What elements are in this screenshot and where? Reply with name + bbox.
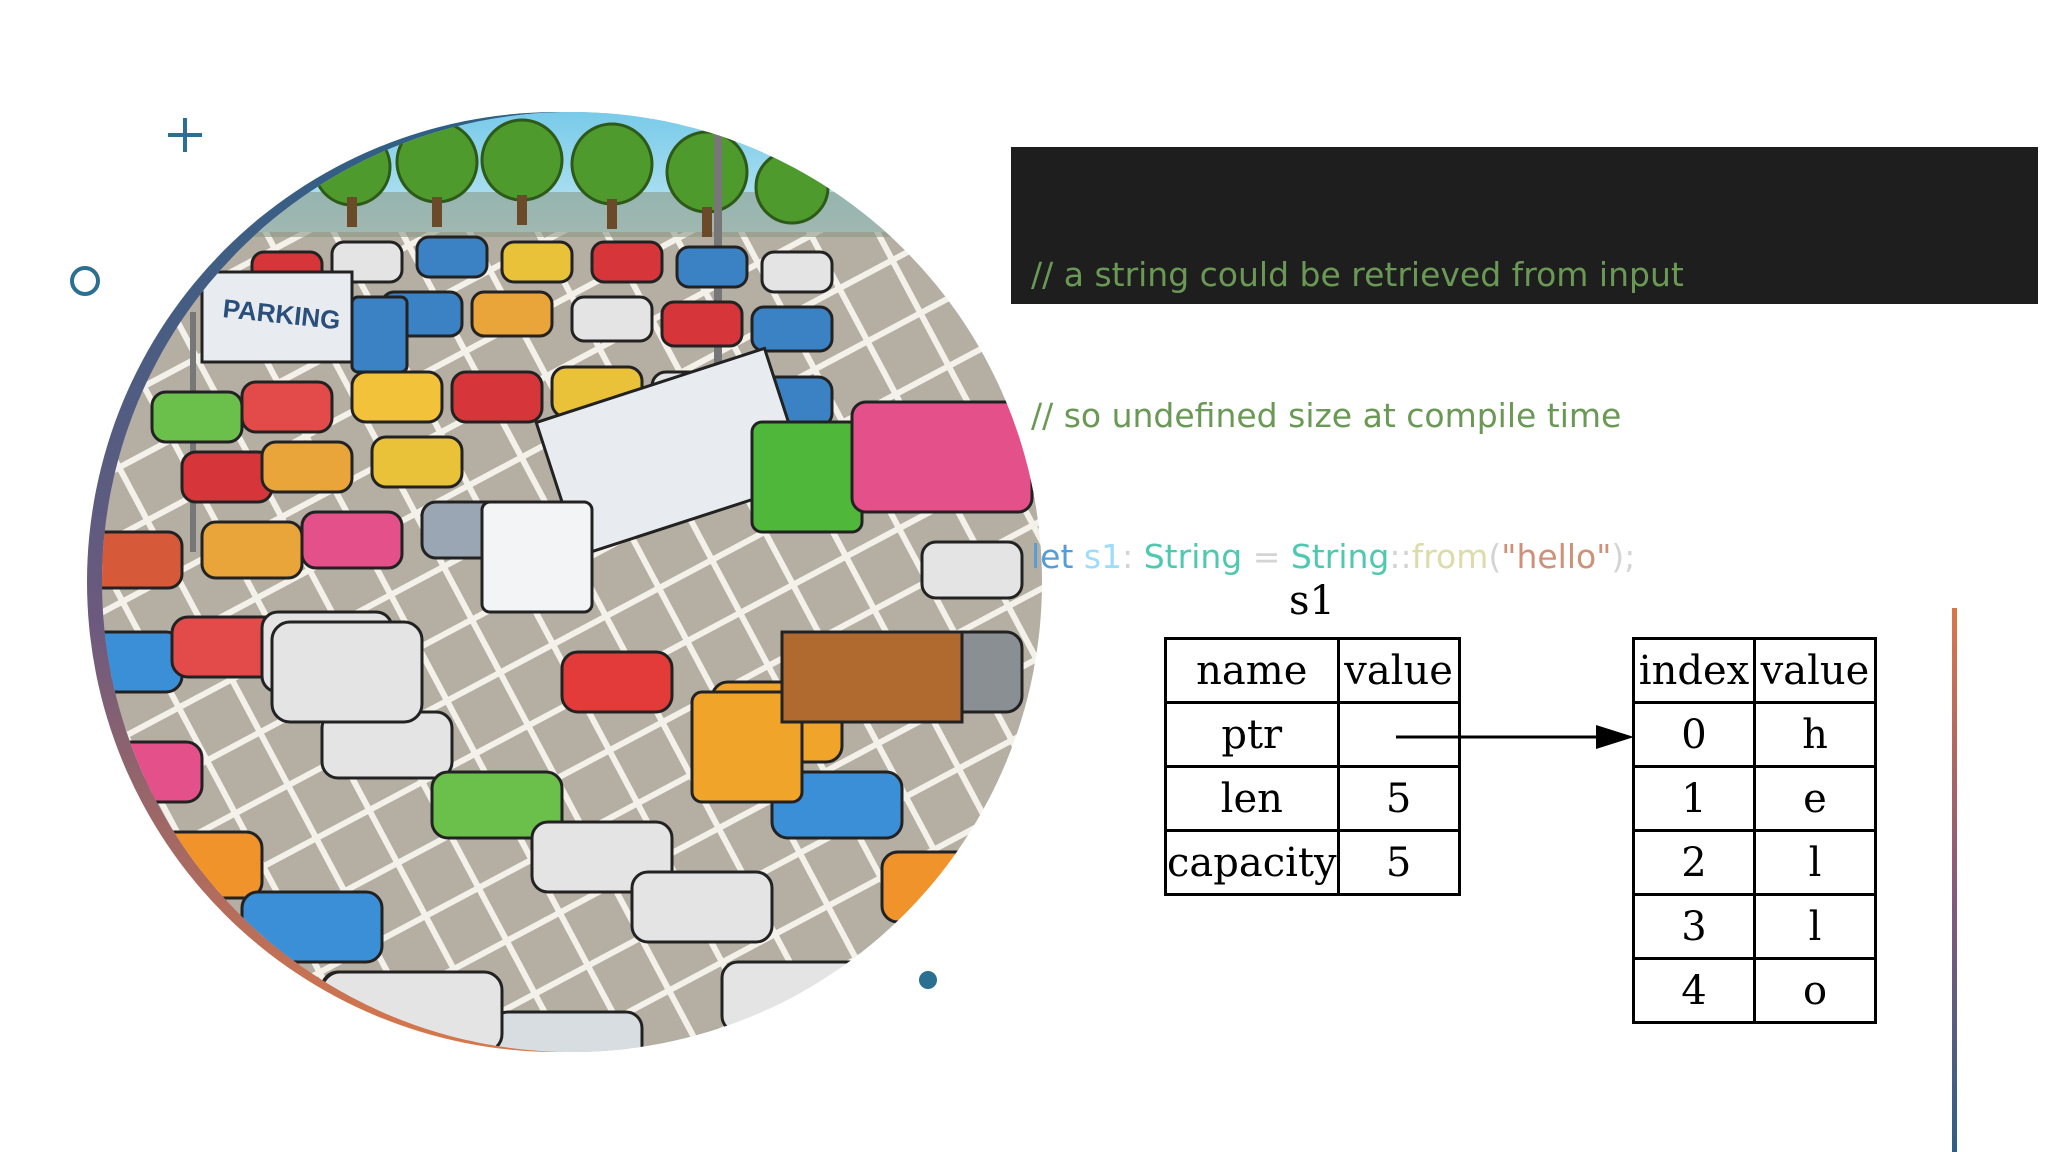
table-row: len 5 [1164, 765, 1461, 832]
code-var-s1: s1 [1083, 537, 1123, 576]
heap-header-row: index value [1632, 637, 1877, 704]
code-type-string-2: String [1290, 537, 1390, 576]
heap-cell-index: 2 [1632, 829, 1756, 896]
plus-icon [168, 118, 202, 152]
code-colon: : [1122, 537, 1144, 576]
stack-cell-name: len [1164, 765, 1340, 832]
stack-table: name value ptr len 5 capacity 5 [1164, 637, 1461, 896]
stack-variable-label: s1 [1289, 578, 1335, 624]
code-comment-2: // so undefined size at compile time [1031, 396, 1622, 435]
code-line-1: // a string could be retrieved from inpu… [1031, 251, 2018, 298]
code-rparen: ); [1611, 537, 1636, 576]
table-row: 2 l [1632, 829, 1877, 896]
code-equals: = [1242, 537, 1291, 576]
heap-cell-index: 0 [1632, 701, 1756, 768]
dot-icon [919, 971, 937, 989]
stack-header-row: name value [1164, 637, 1461, 704]
trucks [200, 270, 1034, 1052]
code-line-2: // so undefined size at compile time [1031, 392, 2018, 439]
table-row: 4 o [1632, 957, 1877, 1024]
code-type-string: String [1143, 537, 1243, 576]
table-row: 3 l [1632, 893, 1877, 960]
heap-cell-value: l [1753, 829, 1877, 896]
stack-cell-value [1336, 701, 1461, 768]
ring-icon [70, 266, 100, 296]
heap-table: index value 0 h 1 e 2 l 3 l 4 o [1632, 637, 1877, 1024]
heap-cell-value: o [1753, 957, 1877, 1024]
heap-cell-index: 1 [1632, 765, 1756, 832]
accent-vertical-line [1952, 608, 1957, 1152]
stack-cell-value: 5 [1336, 765, 1461, 832]
heap-cell-index: 4 [1632, 957, 1756, 1024]
table-row: capacity 5 [1164, 829, 1461, 896]
stack-header-value: value [1336, 637, 1461, 704]
code-string-hello: "hello" [1501, 537, 1612, 576]
code-fn-from: from [1411, 537, 1489, 576]
code-path-separator: :: [1389, 537, 1412, 576]
heap-header-value: value [1753, 637, 1877, 704]
stack-cell-name: capacity [1164, 829, 1340, 896]
code-block: // a string could be retrieved from inpu… [1011, 147, 2038, 576]
heap-cell-value: e [1753, 765, 1877, 832]
code-line-3: let s1: String = String::from("hello"); [1031, 533, 2018, 580]
table-row: 0 h [1632, 701, 1877, 768]
heap-cell-value: h [1753, 701, 1877, 768]
code-lparen: ( [1488, 537, 1502, 576]
code-keyword-let: let [1031, 537, 1074, 576]
stack-cell-value: 5 [1336, 829, 1461, 896]
parking-lot-illustration: PARKING [52, 92, 1062, 1067]
heap-header-index: index [1632, 637, 1756, 704]
table-row: 1 e [1632, 765, 1877, 832]
heap-cell-index: 3 [1632, 893, 1756, 960]
table-row: ptr [1164, 701, 1461, 768]
code-comment-1: // a string could be retrieved from inpu… [1031, 255, 1684, 294]
stack-cell-name: ptr [1164, 701, 1340, 768]
heap-cell-value: l [1753, 893, 1877, 960]
pointer-arrow [1396, 725, 1634, 749]
stack-header-name: name [1164, 637, 1340, 704]
